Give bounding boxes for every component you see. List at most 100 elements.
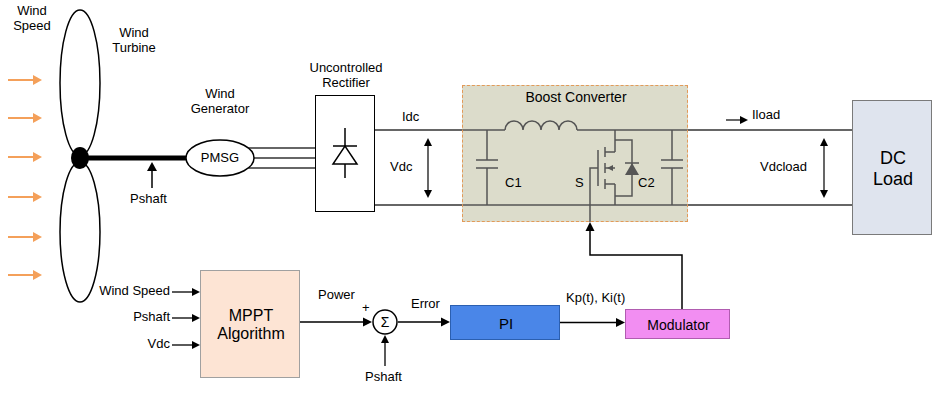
signal-name: Vdc (390, 160, 412, 175)
turbine-hub (71, 147, 89, 169)
switch-channel (604, 179, 606, 189)
node-label: PI (457, 315, 555, 332)
node-label: Uncontrolled Rectifier (304, 61, 388, 91)
connector (560, 318, 625, 327)
feedback-arrow (384, 343, 385, 366)
input-arrow (172, 291, 193, 292)
signal-name: Iload (752, 108, 780, 123)
input-arrow-head (192, 288, 200, 296)
connector-line (375, 129, 462, 131)
turbine-shaft (86, 156, 186, 161)
connector-line (254, 157, 315, 159)
signal-name: Pshaft (130, 192, 167, 207)
wire (462, 204, 688, 206)
boost-circuit (462, 121, 688, 222)
current-arrow (726, 119, 742, 120)
switch-arrow (607, 165, 613, 171)
switch-channel (604, 147, 606, 157)
arrow-head (363, 318, 372, 327)
wind-arrow (8, 79, 34, 81)
controller-box: PI (450, 305, 560, 340)
connector-line (248, 167, 315, 169)
voltage-arrow-head (820, 190, 828, 198)
body-diode-triangle (625, 163, 639, 175)
wind-arrow (8, 274, 34, 276)
connector (375, 130, 462, 205)
input-label: Wind Speed (99, 284, 170, 299)
component-name: C2 (638, 176, 655, 191)
capacitor-lead (486, 168, 488, 205)
connector-line (375, 204, 462, 206)
input-arrow (172, 344, 193, 345)
voltage-arrow-head (820, 138, 828, 146)
node-label: Σ (374, 314, 396, 330)
component-name: C1 (505, 176, 522, 191)
diode-triangle (333, 146, 357, 164)
input-arrow-head (192, 341, 200, 349)
mppt-box: MPPT Algorithm (200, 270, 300, 378)
connector (398, 318, 450, 327)
connector (300, 318, 372, 327)
capacitor-lead (671, 168, 673, 205)
voltage-arrow-head (424, 190, 432, 198)
modulator-box: Modulator (625, 309, 730, 339)
edge-label: Kp(t), Ki(t) (566, 291, 625, 306)
summing-junction: Σ (372, 309, 398, 335)
generator-circle: Wind GeneratorPMSG (185, 139, 255, 177)
switch-source (605, 183, 615, 185)
arrow-head (586, 222, 595, 231)
rectifier-box: Uncontrolled Rectifier (315, 95, 375, 212)
wind-arrow (8, 236, 34, 238)
mppt-inputs (172, 292, 193, 345)
turbine-blade (60, 10, 100, 156)
input-label: Vdc (148, 337, 170, 352)
input-label: Wind Speed (4, 4, 60, 34)
boost-converter-box: Boost Converter (462, 85, 688, 222)
voltage-arrow (823, 145, 824, 191)
sign-mark: + (362, 301, 370, 316)
edge-label: Power (318, 288, 355, 303)
wind-arrow (8, 156, 34, 158)
connector-line (300, 321, 363, 323)
signal-name: Pshaft (365, 370, 402, 385)
connector (688, 130, 852, 205)
capacitor-lead (671, 130, 673, 160)
wind-arrow-head (33, 113, 42, 123)
voltage-arrow-head (424, 138, 432, 146)
wind-arrow-head (33, 152, 42, 162)
feedback-arrow-head (381, 335, 389, 343)
turbine-blade (60, 162, 100, 302)
connector-line (688, 204, 852, 206)
diode-bar (333, 145, 357, 147)
input-label: Pshaft (133, 310, 170, 325)
node-label: Wind Generator (184, 87, 256, 117)
wind-arrow (8, 117, 34, 119)
connector-line (560, 322, 616, 324)
capacitor-lead (486, 130, 488, 160)
current-arrow-head (740, 116, 748, 124)
wind-arrow-head (33, 192, 42, 202)
connector-line (688, 129, 852, 131)
wind-arrow (8, 196, 34, 198)
summing-junction-shape (373, 310, 397, 334)
node-label: PMSG (189, 151, 251, 166)
arrow-head (616, 318, 625, 327)
generator-circle-shape (186, 140, 254, 176)
capacitor-plate (476, 159, 498, 161)
gate-lead (590, 168, 598, 222)
wind-arrow-head (33, 232, 42, 242)
wind-arrow-head (33, 270, 42, 280)
input-arrow-head (192, 314, 200, 322)
diode-symbol (333, 128, 357, 178)
load-box: DC Load (852, 100, 932, 235)
shaft-power-arrow-head (147, 162, 157, 171)
connector (248, 148, 315, 168)
wind-arrows (8, 75, 42, 280)
node-label: Boost Converter (525, 89, 626, 105)
signal-name: Idc (402, 110, 419, 125)
switch-drain (605, 151, 615, 153)
wind-arrow-head (33, 75, 42, 85)
connector-line (248, 147, 315, 149)
node-label: MPPT Algorithm (209, 307, 293, 344)
